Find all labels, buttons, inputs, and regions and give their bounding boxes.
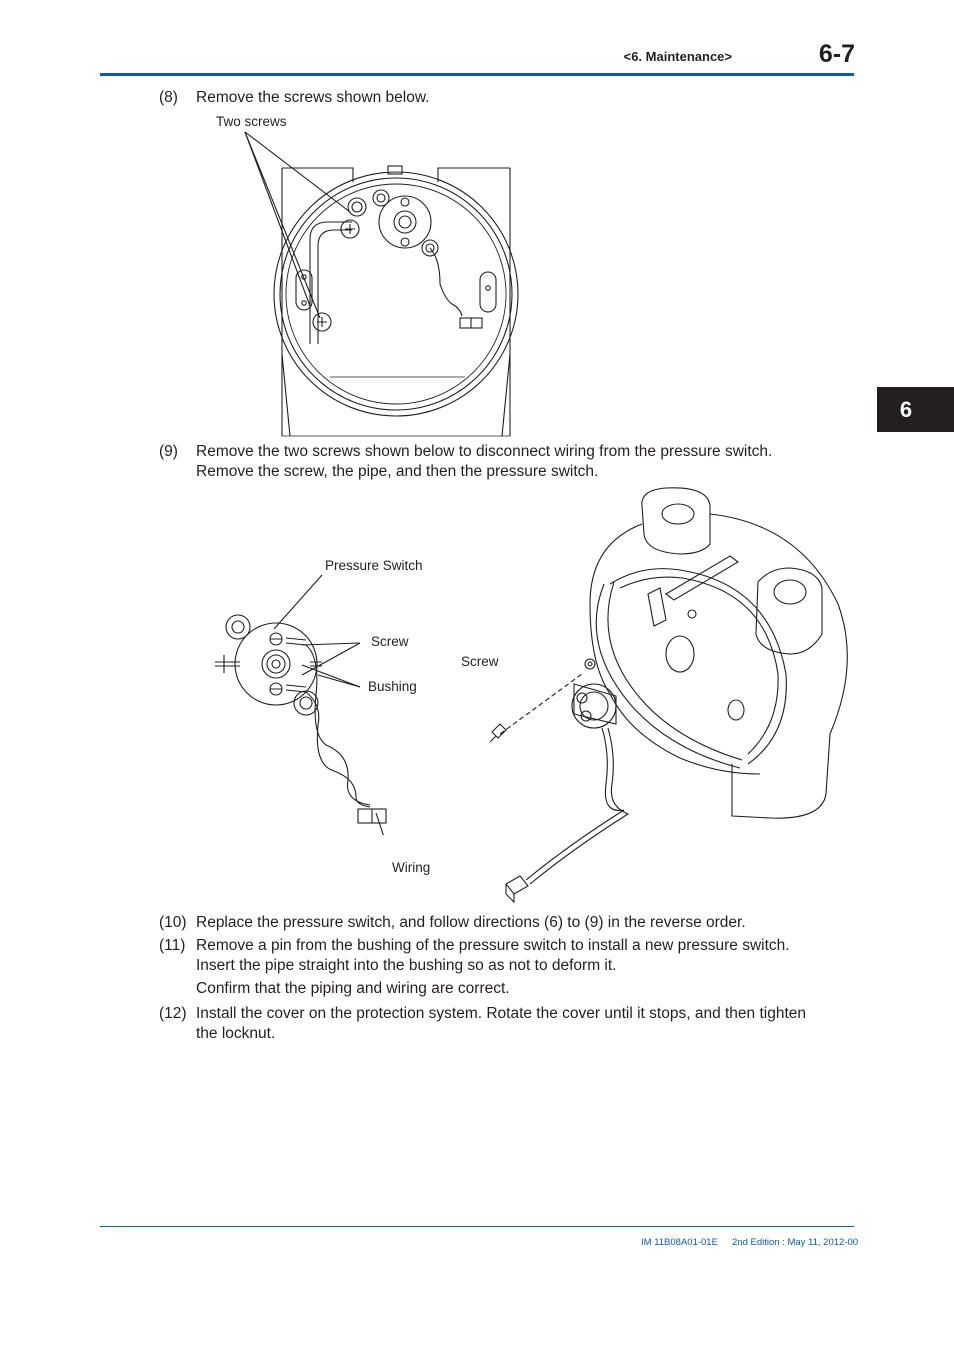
step-text: Remove the screws shown below. xyxy=(196,89,430,106)
footer-edition: 2nd Edition : May 11, 2012-00 xyxy=(732,1237,859,1248)
figure-pressure-switch-detail xyxy=(215,574,387,835)
figure-housing-isometric xyxy=(489,487,848,904)
chapter-tab-label: 6 xyxy=(899,397,913,422)
label-screw-right: Screw xyxy=(461,654,499,669)
step-text: Replace the pressure switch, and follow … xyxy=(196,914,746,931)
label-two-screws: Two screws xyxy=(216,114,287,129)
label-pressure-switch: Pressure Switch xyxy=(325,558,423,573)
step-number: (8) xyxy=(159,89,178,106)
step-number: (12) xyxy=(159,1005,187,1022)
step-text-line-3: Confirm that the piping and wiring are c… xyxy=(196,980,510,997)
step-number: (10) xyxy=(159,914,187,931)
section-title: <6. Maintenance> xyxy=(623,49,732,64)
step-text-line-2: the locknut. xyxy=(196,1024,276,1042)
label-wiring: Wiring xyxy=(392,860,431,875)
page-number: 6-7 xyxy=(818,40,855,68)
label-screw-left: Screw xyxy=(371,634,409,649)
header-rule xyxy=(100,73,854,76)
step-text-line-1: Remove the two screws shown below to dis… xyxy=(196,443,773,460)
label-bushing: Bushing xyxy=(368,679,417,694)
step-text-line-1: Remove a pin from the bushing of the pre… xyxy=(196,937,790,954)
step-number: (9) xyxy=(159,443,178,460)
step-number: (11) xyxy=(159,937,186,954)
step-text-line-1: Install the cover on the protection syst… xyxy=(196,1005,807,1022)
step-text-line-2: Insert the pipe straight into the bushin… xyxy=(196,956,617,974)
footer-rule xyxy=(100,1226,854,1227)
chapter-tab: 6 xyxy=(877,387,954,432)
step-text-line-2: Remove the screw, the pipe, and then the… xyxy=(196,462,599,480)
figure-housing-front-view xyxy=(244,131,519,437)
footer-doc-id: IM 11B08A01-01E xyxy=(641,1237,718,1248)
